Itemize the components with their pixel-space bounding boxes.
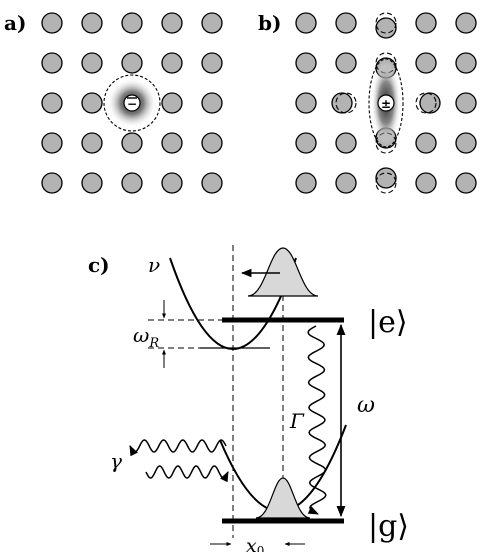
atom xyxy=(335,12,357,34)
atom xyxy=(335,52,357,74)
atom xyxy=(81,132,103,154)
atom xyxy=(161,12,183,34)
ghost-atom xyxy=(375,12,397,34)
atom xyxy=(81,172,103,194)
ket-g: |g⟩ xyxy=(368,509,409,544)
x0-symbol: x xyxy=(246,535,257,552)
atom xyxy=(295,52,317,74)
gamma-rate-label: Γ xyxy=(289,409,305,433)
omega-label: ω xyxy=(357,393,375,418)
atom xyxy=(41,92,63,114)
atom xyxy=(335,172,357,194)
nu-label: ν xyxy=(148,253,160,277)
atom xyxy=(455,12,477,34)
charge-sign: ± xyxy=(381,97,391,111)
atom xyxy=(375,167,397,189)
ket-e: |e⟩ xyxy=(368,305,408,340)
atom-lattice-a xyxy=(41,12,223,194)
ghost-atom xyxy=(375,52,397,74)
atom xyxy=(81,52,103,74)
atom xyxy=(295,172,317,194)
atom xyxy=(201,52,223,74)
ghost-atom xyxy=(375,132,397,154)
ground-state-label: |g⟩ xyxy=(368,509,409,544)
atom xyxy=(455,172,477,194)
gamma-label: γ xyxy=(110,449,122,473)
emitted-photon-wave xyxy=(129,439,227,457)
atom xyxy=(295,132,317,154)
panel-c: c) ν ωR Γ xyxy=(88,245,409,552)
atom xyxy=(41,132,63,154)
atom xyxy=(81,12,103,34)
atom xyxy=(201,92,223,114)
excited-state-potential xyxy=(169,257,297,350)
x0-subscript: 0 xyxy=(257,544,265,552)
atom xyxy=(121,12,143,34)
atom xyxy=(161,52,183,74)
atom xyxy=(335,132,357,154)
ghost-atom xyxy=(375,172,397,194)
atom xyxy=(455,92,477,114)
omega-r-label: ωR xyxy=(133,323,159,351)
omega-r-symbol: ω xyxy=(133,323,149,347)
polarization-cloud-outline xyxy=(103,74,161,132)
atom xyxy=(415,132,437,154)
atom xyxy=(81,92,103,114)
atom xyxy=(331,92,353,114)
excited-state-label: |e⟩ xyxy=(368,305,408,340)
atom xyxy=(121,52,143,74)
ghost-atom xyxy=(335,92,357,114)
panel-a: a) − xyxy=(4,11,223,194)
atom xyxy=(375,17,397,39)
atom xyxy=(295,12,317,34)
atom xyxy=(41,12,63,34)
atom xyxy=(201,132,223,154)
ghost-atom xyxy=(415,92,437,114)
panel-a-label: a) xyxy=(4,11,26,35)
elongated-cloud-outline xyxy=(368,58,404,148)
atom xyxy=(415,52,437,74)
panel-b-label: b) xyxy=(258,11,281,35)
impurity-a: − xyxy=(103,74,161,132)
impurity-b: ± xyxy=(368,58,404,148)
omega-r-subscript: R xyxy=(148,336,159,351)
panel-b: b) ± xyxy=(258,11,477,194)
x0-label: x0 xyxy=(246,535,264,552)
atom xyxy=(201,12,223,34)
atom xyxy=(41,172,63,194)
atom xyxy=(41,52,63,74)
atom xyxy=(201,172,223,194)
displaced-atom-outlines xyxy=(335,12,437,194)
ground-wavepacket xyxy=(255,477,311,519)
panel-c-label: c) xyxy=(88,253,110,277)
excited-wavepacket xyxy=(247,247,319,297)
atom xyxy=(419,92,441,114)
atom xyxy=(455,52,477,74)
atom xyxy=(415,172,437,194)
atom xyxy=(121,132,143,154)
gamma-decay-wave xyxy=(307,325,327,515)
atom xyxy=(295,92,317,114)
incident-photon-wave xyxy=(145,465,229,483)
atom xyxy=(161,92,183,114)
charge-icon xyxy=(377,94,395,112)
atom-lattice-b xyxy=(295,12,477,194)
atom xyxy=(121,172,143,194)
atom xyxy=(161,172,183,194)
charge-sign: − xyxy=(127,97,137,111)
atom xyxy=(455,132,477,154)
atom xyxy=(161,132,183,154)
charge-icon xyxy=(123,94,141,112)
atom xyxy=(415,12,437,34)
